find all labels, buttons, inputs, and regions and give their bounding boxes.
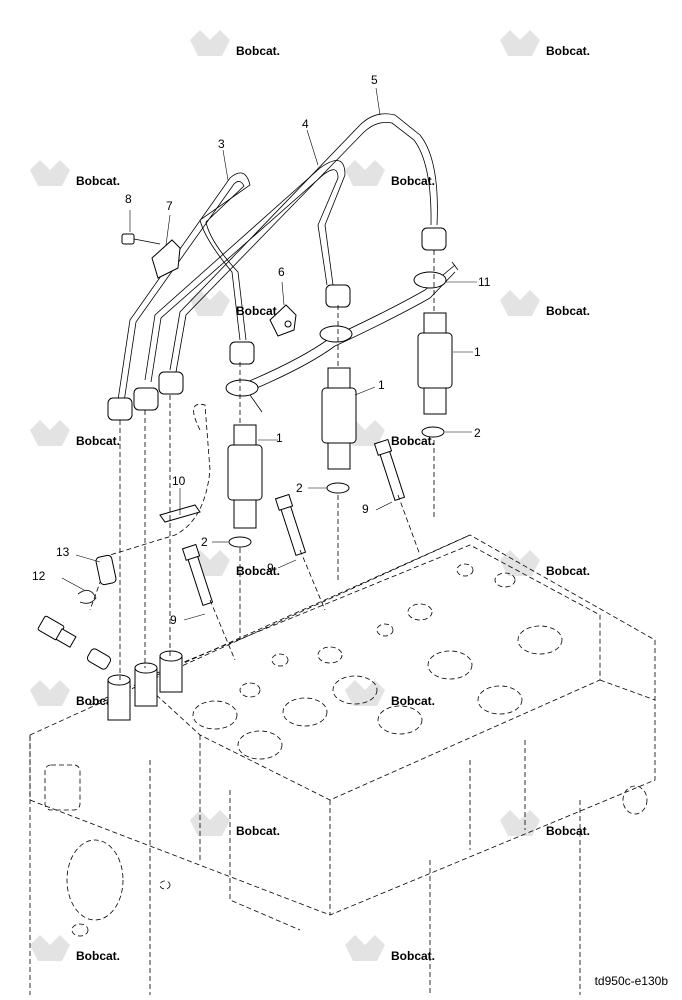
bobcat-logo-icon [190, 30, 230, 56]
bobcat-logo-icon [500, 30, 540, 56]
svg-text:Bobcat.: Bobcat. [76, 434, 120, 448]
pipe-nut [421, 227, 447, 251]
svg-text:Bobcat.: Bobcat. [76, 174, 120, 188]
svg-text:Bobcat.: Bobcat. [391, 434, 435, 448]
watermark: Bobcat. [345, 680, 435, 708]
bobcat-logo-icon [345, 935, 385, 961]
watermark: Bobcat. [30, 420, 120, 448]
bobcat-logo-icon [345, 680, 385, 706]
watermark: Bobcat. [500, 30, 590, 58]
callout-9: 9 [170, 613, 177, 627]
watermark: Bobcat. [345, 420, 435, 448]
callout-1: 1 [474, 345, 481, 359]
callout-12: 12 [32, 569, 46, 583]
callout-10: 10 [172, 474, 186, 488]
svg-text:Bobcat.: Bobcat. [391, 694, 435, 708]
watermark: Bobcat. [345, 160, 435, 188]
pipe-nut [158, 371, 184, 395]
callout-1: 1 [276, 431, 283, 445]
bobcat-logo-icon [190, 810, 230, 836]
callout-13: 13 [56, 545, 70, 559]
banjo-fitting [37, 615, 112, 670]
bobcat-logo-icon [500, 290, 540, 316]
svg-text:Bobcat.: Bobcat. [76, 949, 120, 963]
watermark: Bobcat. [30, 160, 120, 188]
pipe-nut [107, 397, 133, 421]
callout-1: 1 [378, 378, 385, 392]
pipe-5 [169, 113, 438, 373]
pipe-nut [229, 341, 255, 365]
nozzle-holder [134, 662, 158, 707]
callout-4: 4 [302, 117, 309, 131]
callout-2: 2 [296, 481, 303, 495]
callout-2: 2 [474, 426, 481, 440]
watermark: Bobcat. [500, 810, 590, 838]
bobcat-logo-icon [500, 810, 540, 836]
watermark: Bobcat. [345, 935, 435, 963]
svg-text:Bobcat.: Bobcat. [236, 824, 280, 838]
callout-9: 9 [362, 502, 369, 516]
watermark: Bobcat. [500, 290, 590, 318]
watermark-layer: Bobcat. Bobcat. Bobcat. Bobcat. Bobcat. … [30, 30, 590, 963]
nozzle-holder [159, 650, 183, 693]
bobcat-logo-icon [30, 680, 70, 706]
injector [417, 312, 453, 415]
callout-11: 11 [478, 275, 491, 289]
watermark: Bobcat. [190, 290, 280, 318]
pipe-4 [144, 160, 346, 383]
bobcat-logo-icon [30, 160, 70, 186]
callout-7: 7 [166, 199, 173, 213]
callout-6: 6 [278, 265, 285, 279]
injector [321, 367, 357, 470]
watermark: Bobcat. [190, 810, 280, 838]
callout-3: 3 [218, 137, 225, 151]
watermark: Bobcat. [30, 680, 120, 708]
nozzle-holders [107, 650, 183, 721]
pipe-clamp-small [269, 281, 297, 337]
svg-text:Bobcat.: Bobcat. [546, 304, 590, 318]
pipe-nut [325, 284, 351, 308]
svg-text:Bobcat.: Bobcat. [391, 949, 435, 963]
glow-plug [274, 493, 307, 556]
svg-text:Bobcat.: Bobcat. [236, 304, 280, 318]
svg-text:Bobcat.: Bobcat. [391, 174, 435, 188]
leak-off-pipe [225, 261, 477, 413]
clamp-bolt [121, 210, 161, 245]
bobcat-logo-icon [30, 420, 70, 446]
callout-2: 2 [201, 535, 208, 549]
callout-labels: 5 4 3 8 7 6 11 1 1 1 2 2 2 10 9 9 9 13 1… [32, 73, 491, 627]
svg-text:Bobcat.: Bobcat. [546, 44, 590, 58]
watermark: Bobcat. [190, 30, 280, 58]
glow-plugs [181, 438, 406, 606]
injection-pipes [117, 87, 438, 403]
pipe-3 [117, 172, 251, 403]
injector [227, 424, 263, 529]
bobcat-logo-icon [30, 935, 70, 961]
svg-text:Bobcat.: Bobcat. [546, 564, 590, 578]
callout-5: 5 [371, 73, 378, 87]
callout-8: 8 [125, 192, 132, 206]
document-id: td950c-e130b [594, 974, 668, 988]
svg-text:Bobcat.: Bobcat. [236, 564, 280, 578]
cylinder-head [29, 534, 656, 995]
glow-plug [181, 543, 214, 606]
pipe-nuts [107, 227, 447, 421]
pipe-nut [133, 387, 159, 411]
leader-lines [119, 250, 473, 680]
glow-plug [373, 438, 406, 501]
svg-text:Bobcat.: Bobcat. [236, 44, 280, 58]
pipe-clamp [151, 214, 181, 279]
callout-9: 9 [267, 561, 274, 575]
watermark: Bobcat. [30, 935, 120, 963]
injectors [227, 312, 453, 529]
svg-text:Bobcat.: Bobcat. [546, 824, 590, 838]
nozzle-holder [107, 674, 131, 721]
bobcat-logo-icon [345, 160, 385, 186]
bobcat-logo-icon [190, 290, 230, 316]
watermark: Bobcat. [500, 550, 590, 578]
